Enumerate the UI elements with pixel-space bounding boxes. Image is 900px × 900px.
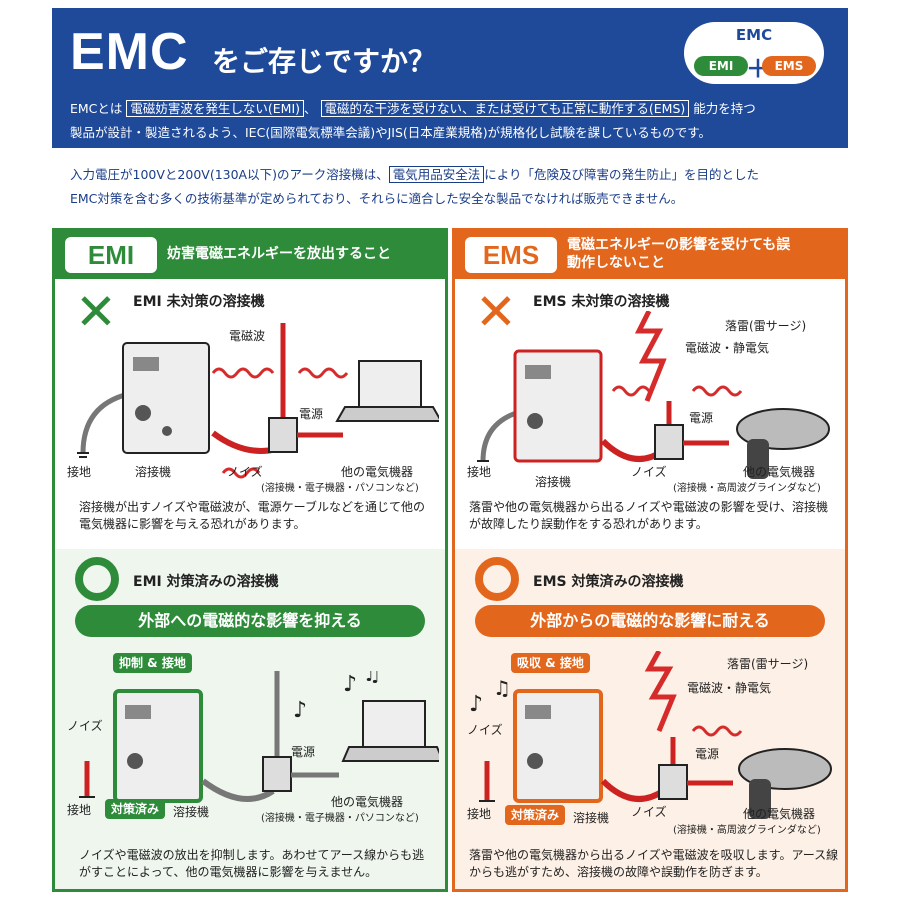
intro-line-2: EMC対策を含む多くの技術基準が定められており、それらに適合した安全な製品でなけ… <box>70 191 684 206</box>
emi-pill: EMI <box>694 56 748 76</box>
emi-panel: EMI 妨害電磁エネルギーを放出すること ✕ EMI 未対策の溶接機 電磁波 電… <box>52 228 448 892</box>
circle-icon <box>475 557 519 601</box>
outlet-icon <box>658 764 688 800</box>
label-devices-sub: (溶接機・電子機器・パソコンなど) <box>261 483 419 494</box>
done-tag: 対策済み <box>105 799 166 819</box>
label-wave: 電磁波・静電気 <box>685 341 770 355</box>
ems-good-tag: 吸収 & 接地 <box>511 653 590 673</box>
emi-title-bar: EMI 妨害電磁エネルギーを放出すること <box>55 231 445 279</box>
label-devices-sub: (溶接機・高周波グラインダなど) <box>673 825 821 836</box>
label-ground: 接地 <box>67 803 92 817</box>
label-wave: 電磁波・静電気 <box>687 681 772 695</box>
ems-title-bar: EMS 電磁エネルギーの影響を受けても誤動作しないこと <box>455 231 845 279</box>
label-devices-sub: (溶接機・電子機器・パソコンなど) <box>261 813 419 824</box>
page-title: EMC <box>70 23 189 81</box>
ems-definition-box: 電磁的な干渉を受けない、または受けても正常に動作する(EMS) <box>320 100 690 117</box>
header-banner: EMC をご存じですか？ EMC EMI ＋ EMS EMCとは 電磁妨害波を発… <box>52 8 848 148</box>
law-box: 電気用品安全法 <box>388 166 485 183</box>
label-noise: ノイズ <box>467 723 503 737</box>
svg-text:♫: ♫ <box>363 671 381 686</box>
lightning-icon <box>634 311 667 402</box>
ems-bad-illustration <box>477 311 830 479</box>
ems-bad-text: 落雷や他の電気機器から出るノイズや電磁波の影響を受け、溶接機が故障したり誤動作を… <box>469 500 829 531</box>
emc-badge-label: EMC <box>735 26 773 44</box>
label-noise: ノイズ <box>67 719 103 733</box>
label-devices: 他の電気機器 <box>341 465 414 479</box>
ems-pill: EMS <box>762 56 816 76</box>
laptop-icon <box>358 360 422 408</box>
label-wave: 電磁波 <box>229 329 266 343</box>
svg-text:♪: ♪ <box>343 672 357 697</box>
label-ground: 接地 <box>67 465 92 479</box>
label-devices: 他の電気機器 <box>743 465 816 479</box>
done-tag: 対策済み <box>505 805 566 825</box>
outlet-icon <box>654 424 684 460</box>
label-devices: 他の電気機器 <box>743 807 816 821</box>
label-devices-sub: (溶接機・高周波グラインダなど) <box>673 483 821 494</box>
ems-good-text: 落雷や他の電気機器から出るノイズや電磁波を吸収します。アース線からも逃がすため、… <box>469 848 839 879</box>
laptop-icon <box>362 700 426 748</box>
page-title-suffix: をご存じですか？ <box>212 45 437 78</box>
svg-text:♪: ♪ <box>469 692 483 717</box>
label-welder: 溶接機 <box>135 465 172 479</box>
label-power: 電源 <box>689 411 714 425</box>
label-noise: ノイズ <box>631 465 667 479</box>
lightning-icon <box>644 651 677 732</box>
emi-good-text: ノイズや電磁波の放出を抑制します。あわせてアース線からも逃がすことによって、他の… <box>79 848 425 879</box>
intro-line-1: 入力電圧が100Vと200V(130A以下)のアーク溶接機は、電気用品安全法によ… <box>70 166 760 183</box>
cross-icon: ✕ <box>475 283 517 341</box>
label-lightning: 落雷(雷サージ) <box>725 319 807 333</box>
label-welder: 溶接機 <box>173 805 210 819</box>
ems-good-banner: 外部からの電磁的な影響に耐える <box>475 605 825 637</box>
header-line-1: EMCとは 電磁妨害波を発生しない(EMI)、 電磁的な干渉を受けない、または受… <box>70 100 756 117</box>
emc-badge: EMC EMI ＋ EMS <box>684 22 824 84</box>
emi-bad-text: 溶接機が出すノイズや電磁波が、電源ケーブルなどを通じて他の電気機器に影響を与える… <box>79 500 425 531</box>
emi-good-tag: 抑制 & 接地 <box>113 653 192 673</box>
label-noise-2: ノイズ <box>631 805 667 819</box>
label-ground: 接地 <box>467 807 492 821</box>
label-power: 電源 <box>299 407 324 421</box>
outlet-icon <box>268 417 298 453</box>
label-power: 電源 <box>291 745 316 759</box>
label-noise: ノイズ <box>227 465 263 479</box>
emi-description: 妨害電磁エネルギーを放出すること <box>167 246 391 262</box>
ems-badge: EMS <box>465 237 557 273</box>
label-welder: 溶接機 <box>535 475 572 489</box>
label-ground: 接地 <box>467 465 492 479</box>
label-lightning: 落雷(雷サージ) <box>727 657 809 671</box>
ems-panel: EMS 電磁エネルギーの影響を受けても誤動作しないこと ✕ EMS 未対策の溶接… <box>452 228 848 892</box>
svg-text:♪: ♪ <box>293 698 307 723</box>
label-devices: 他の電気機器 <box>331 795 404 809</box>
label-welder: 溶接機 <box>573 811 610 825</box>
emi-good-title: EMI 対策済みの溶接機 <box>133 574 279 590</box>
outlet-icon <box>262 756 292 792</box>
header-line-2: 製品が設計・製造されるよう、IEC(国際電気標準会議)やJIS(日本産業規格)が… <box>70 125 712 140</box>
emi-good-illustration: ♪ ♪ ♫ <box>79 671 439 803</box>
emi-bad-illustration <box>77 323 439 479</box>
ems-description: 電磁エネルギーの影響を受けても誤動作しないこと <box>567 237 791 271</box>
svg-text:♫: ♫ <box>493 676 511 700</box>
emi-badge: EMI <box>65 237 157 273</box>
circle-icon <box>75 557 119 601</box>
cross-icon: ✕ <box>75 283 117 341</box>
ems-bad-title: EMS 未対策の溶接機 <box>533 294 670 310</box>
emi-definition-box: 電磁妨害波を発生しない(EMI) <box>126 100 305 117</box>
ems-good-title: EMS 対策済みの溶接機 <box>533 574 684 590</box>
emi-good-banner: 外部への電磁的な影響を抑える <box>75 605 425 637</box>
ems-good-illustration: ♪ ♫ <box>469 651 832 819</box>
label-power: 電源 <box>695 747 720 761</box>
emi-bad-title: EMI 未対策の溶接機 <box>133 294 265 310</box>
